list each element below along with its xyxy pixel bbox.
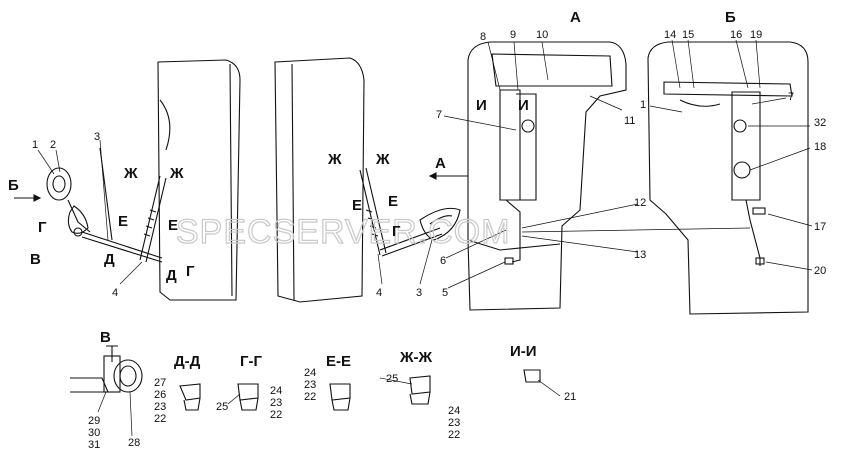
section-title-ee: Е-Е: [326, 353, 351, 370]
mark-v-left: В: [30, 251, 41, 268]
callout: 22: [304, 391, 316, 403]
callout: 4: [112, 287, 118, 299]
callout: 21: [564, 391, 576, 403]
callout: 23: [270, 397, 282, 409]
callout: 29: [88, 415, 100, 427]
mark-zh-right2: Ж: [375, 151, 390, 168]
callout: 8: [480, 31, 486, 43]
callout: 17: [814, 221, 826, 233]
callout: 28: [128, 437, 140, 449]
mark-e-right1: Е: [352, 197, 362, 214]
mark-e-right2: Е: [388, 193, 398, 210]
mark-g-bottom: Г: [186, 263, 195, 280]
mark-i-a2: И: [518, 97, 529, 114]
view-arrow-label-b: Б: [8, 177, 19, 194]
callout: 7: [788, 91, 794, 103]
callout: 22: [270, 409, 282, 421]
mark-e-left1: Е: [118, 213, 128, 230]
view-arrow-label-a: А: [435, 155, 446, 172]
callout: 23: [448, 417, 460, 429]
section-title-ii: И-И: [510, 343, 537, 360]
watermark: SPECSERVER.COM: [176, 213, 511, 251]
callout: 25: [216, 401, 228, 413]
section-title-gg: Г-Г: [240, 353, 262, 370]
callout: 7: [436, 109, 442, 121]
callout: 20: [814, 265, 826, 277]
section-marks: Г В Д Д Г Ж Ж Е Е Ж Ж Е Е Г И И: [30, 97, 529, 284]
callout: 16: [730, 29, 742, 41]
mark-d-left: Д: [104, 251, 115, 268]
section-dd-drawing: [179, 383, 201, 411]
callout: 10: [536, 29, 548, 41]
section-title-zhzh: Ж-Ж: [399, 349, 433, 366]
section-v-drawing: [70, 345, 143, 393]
callout: 15: [682, 29, 694, 41]
callout: 19: [750, 29, 762, 41]
callout: 32: [814, 117, 826, 129]
callout: 14: [664, 29, 676, 41]
line-art: [14, 39, 813, 437]
callout: 3: [416, 287, 422, 299]
mark-d-bottom: Д: [166, 267, 177, 284]
mark-zh-left2: Ж: [169, 165, 184, 182]
mark-zh-right1: Ж: [327, 151, 342, 168]
mark-g-left: Г: [38, 219, 47, 236]
callout: 5: [442, 287, 448, 299]
callout: 22: [154, 413, 166, 425]
callout: 30: [88, 427, 100, 439]
section-title-v: В: [100, 329, 111, 346]
callout: 25: [386, 373, 398, 385]
callout: 24: [270, 385, 282, 397]
mark-e-left2: Е: [168, 217, 178, 234]
view-b-cab: [647, 41, 809, 315]
section-ii-drawing: [523, 369, 541, 383]
mark-i-a1: И: [476, 97, 487, 114]
view-a-cab: [467, 41, 627, 311]
callout: 12: [634, 197, 646, 209]
callout: 27: [154, 377, 166, 389]
right-mirror-assembly: [359, 167, 468, 257]
section-titles: В Д-Д Г-Г Е-Е Ж-Ж И-И: [100, 329, 537, 370]
view-label-a: А: [570, 9, 581, 26]
mark-g-right: Г: [392, 223, 401, 240]
callout: 11: [624, 115, 635, 127]
callout: 18: [814, 141, 826, 153]
callout: 3: [94, 131, 100, 143]
callout: 1: [32, 139, 38, 151]
callout: 31: [88, 439, 100, 451]
callout: 13: [634, 249, 646, 261]
left-mirror-assembly: [14, 147, 167, 263]
callout: 23: [154, 401, 166, 413]
callout: 2: [50, 139, 56, 151]
section-ee-drawing: [329, 383, 351, 411]
mark-zh-left1: Ж: [123, 165, 138, 182]
section-title-dd: Д-Д: [174, 353, 201, 370]
callout: 22: [448, 429, 460, 441]
section-gg-drawing: [237, 383, 259, 411]
view-label-b: Б: [725, 9, 736, 26]
callout: 26: [154, 389, 166, 401]
callout: 1: [640, 99, 646, 111]
callout: 4: [376, 287, 382, 299]
callout: 24: [304, 367, 316, 379]
callout: 6: [440, 255, 446, 267]
callout: 9: [510, 29, 516, 41]
callout-numbers: 1 2 3 4 4 3 8 9 10 11 7 6 5 12 13 14 15 …: [32, 29, 826, 451]
leader-lines: [37, 39, 813, 437]
callout: 23: [304, 379, 316, 391]
callout: 24: [448, 405, 460, 417]
cab-doors: [157, 57, 365, 303]
section-zhzh-drawing: [409, 375, 431, 405]
